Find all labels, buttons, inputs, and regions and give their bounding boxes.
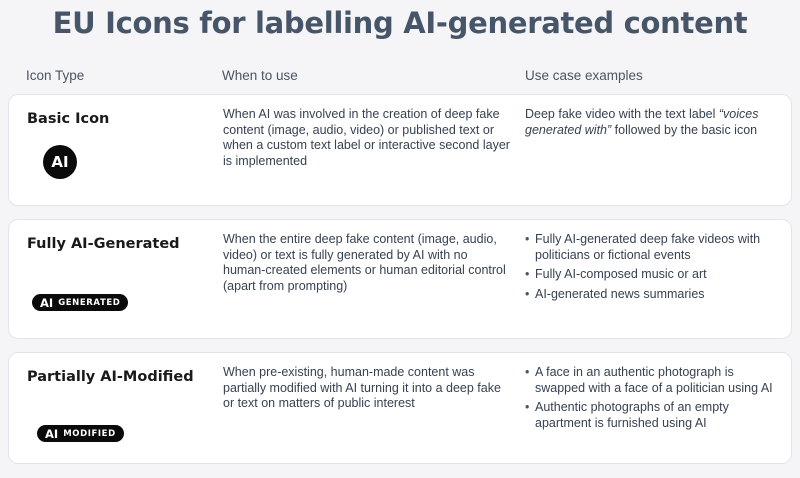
ai-badge-text: AI	[45, 426, 59, 441]
list-item: Authentic photographs of an empty apartm…	[525, 400, 785, 431]
table-row-fully-ai-generated: Fully AI-Generated AI GENERATED When the…	[8, 219, 792, 339]
table-row-partially-ai-modified: Partially AI-Modified AI MODIFIED When p…	[8, 352, 792, 464]
use-case-quote: “voices generated with”	[525, 107, 759, 137]
use-case-list: Fully AI-generated deep fake videos with…	[525, 232, 785, 306]
use-case-outro: followed by the basic icon	[614, 122, 758, 137]
column-header-use-cases: Use case examples	[525, 68, 643, 83]
column-header-icon-type: Icon Type	[26, 68, 85, 83]
ai-circle-icon: AI	[43, 145, 77, 179]
list-item: Fully AI-composed music or art	[525, 267, 785, 283]
column-headers: Icon Type When to use Use case examples	[0, 68, 800, 84]
table-row-basic-icon: Basic Icon AI When AI was involved in th…	[8, 94, 792, 206]
use-case-intro: Deep fake video with the text label	[525, 107, 716, 121]
icon-type-label: Fully AI-Generated	[27, 236, 180, 252]
use-case-list: A face in an authentic photograph is swa…	[525, 365, 785, 435]
ai-modified-badge-icon: AI MODIFIED	[37, 425, 124, 442]
icon-type-label: Partially AI-Modified	[27, 369, 194, 385]
ai-generated-badge-icon: AI GENERATED	[32, 294, 129, 311]
column-header-when-to-use: When to use	[222, 68, 298, 83]
icon-type-label: Basic Icon	[27, 111, 110, 127]
page-title: EU Icons for labelling AI-generated cont…	[52, 6, 748, 40]
when-to-use-text: When the entire deep fake content (image…	[223, 232, 506, 293]
when-to-use-text: When pre-existing, human-made content wa…	[223, 365, 501, 410]
when-to-use-text: When AI was involved in the creation of …	[223, 107, 510, 168]
ai-badge-label: GENERATED	[58, 297, 121, 308]
ai-badge-label: MODIFIED	[63, 428, 116, 439]
use-case-text: Deep fake video with the text label “voi…	[525, 107, 785, 138]
list-item: A face in an authentic photograph is swa…	[525, 365, 785, 396]
list-item: AI-generated news summaries	[525, 287, 785, 303]
ai-badge-text: AI	[40, 295, 54, 310]
list-item: Fully AI-generated deep fake videos with…	[525, 232, 785, 263]
